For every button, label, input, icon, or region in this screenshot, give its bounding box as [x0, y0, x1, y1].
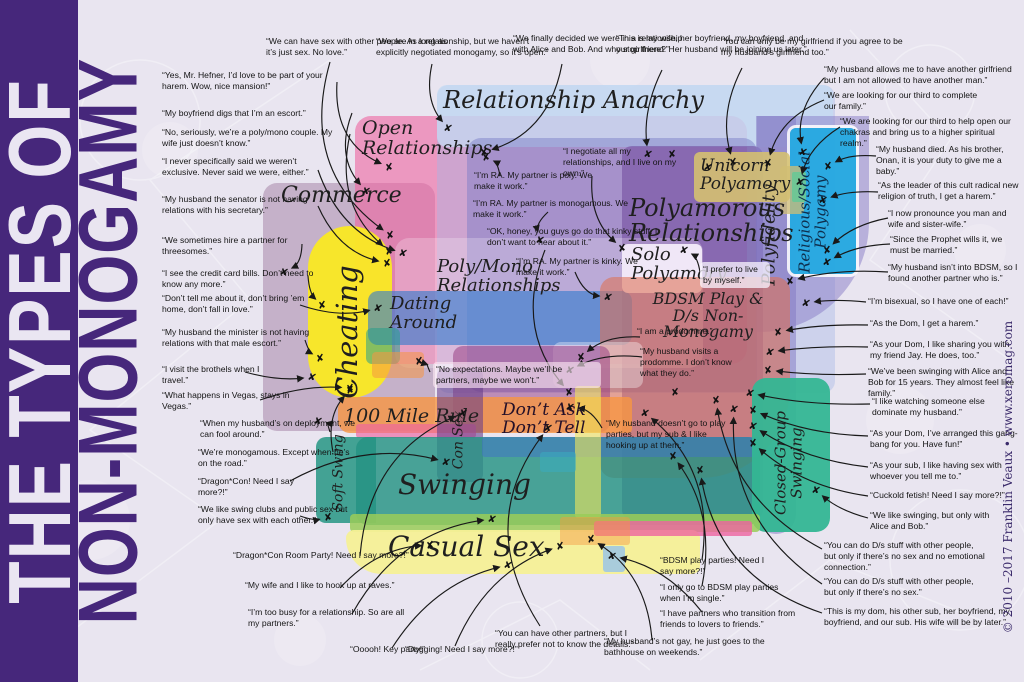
region-label-soft_swing: Soft Swing	[330, 434, 347, 512]
quote-q03: “No, seriously, we’re a poly/mono couple…	[162, 127, 333, 148]
region-label-dating_around: Dating Around	[390, 293, 458, 333]
quote-q31: “My husband isn’t into BDSM, so I found …	[888, 262, 1018, 283]
quote-q39: “Cuckold fetish! Need I say more?!”	[870, 490, 1005, 500]
quote-q48: “I have partners who transition from fri…	[660, 608, 796, 629]
region-label-swinging: Swinging	[398, 468, 531, 501]
region-label-unicorn: Unicorn Polyamory	[700, 156, 791, 194]
quote-q12: “When my husband’s on deployment, we can…	[200, 418, 356, 439]
region-label-bdsm: BDSM Play & D/s Non-Monogamy	[652, 289, 764, 342]
region-patch	[603, 546, 625, 572]
quote-q25: “We are looking for our third to complet…	[824, 90, 978, 111]
poster-title-line2: NON-MONOGAMY	[61, 57, 155, 625]
quote-q27: “My husband died. As his brother, Onan, …	[876, 144, 1004, 176]
quote-q37: “As your Dom, I’ve arranged this gang-ba…	[870, 428, 1018, 449]
quote-q07: “I see the credit card bills. Don’t need…	[162, 268, 314, 289]
region-patch	[694, 152, 790, 202]
quote-q34: “As your Dom, I like sharing you with my…	[870, 339, 1010, 360]
quote-q36: “I like watching someone else dominate m…	[872, 396, 985, 417]
quote-q04: “I never specifically said we weren’t ex…	[162, 156, 309, 177]
quote-q29: “I now pronounce you man and wife and si…	[888, 208, 1007, 229]
title-bar	[0, 0, 78, 682]
region-label-con_sex: Con Sex	[450, 410, 467, 470]
quote-q23: “You can only be my girlfriend if you ag…	[721, 36, 903, 57]
region-patch	[792, 172, 806, 202]
quote-q51: “I’m RA. My partner is poly. We make it …	[474, 170, 593, 191]
quote-q54: “I’m RA. My partner is kinky. We make it…	[516, 256, 638, 277]
region-label-religious: Religious/Social Polygamy	[795, 151, 829, 273]
quote-q33: “As the Dom, I get a harem.”	[870, 318, 979, 328]
quote-q50: “BDSM play parties! Need I say more?!”	[660, 555, 765, 576]
quote-q09: “My husband the minister is not having r…	[162, 327, 310, 348]
quote-q53: “OK, honey, you guys go do that kinky st…	[487, 226, 658, 247]
quote-q11: “What happens in Vegas, stays in Vegas.”	[162, 390, 290, 411]
quote-q05: “My husband the senator is not having re…	[162, 194, 308, 215]
region-label-relationship_anarchy: Relationship Anarchy	[443, 86, 704, 114]
quote-q42: “You can do D/s stuff with other people,…	[824, 576, 974, 597]
quote-q01: “Yes, Mr. Hefner, I’d love to be part of…	[162, 70, 323, 91]
quote-q44: “Ooooh! Key party!”	[350, 644, 425, 654]
quote-q19: “We can have sex with other people. As l…	[266, 36, 447, 57]
quote-q30: “Since the Prophet wills it, we must be …	[890, 234, 1003, 255]
quote-q32: “I’m bisexual, so I have one of each!”	[868, 296, 1009, 306]
quote-q46: “You can have other partners, but I real…	[495, 628, 634, 649]
quote-q16: “Dragon*Con Room Party! Need I say more?…	[233, 550, 409, 560]
region-label-dadt: Don’t Ask Don’t Tell	[502, 400, 586, 438]
region-label-cheating: Cheating	[329, 265, 364, 399]
quote-q24: “My husband allows me to have another gi…	[824, 64, 1012, 85]
quote-q52: “I’m RA. My partner is monogamous. We ma…	[473, 198, 629, 219]
region-patch	[540, 452, 576, 472]
quote-q17: “My wife and I like to hook up at raves.…	[245, 580, 395, 590]
quote-q15: “We like swing clubs and public sex but …	[198, 504, 348, 525]
quote-q21: “We finally decided we were in a relatio…	[513, 33, 683, 54]
quote-q26: “We are looking for our third to help op…	[840, 116, 1011, 148]
region-label-closed_group: Closed-Group Swinging	[771, 411, 805, 515]
quote-q60: “My husband doesn’t go to play parties, …	[606, 418, 726, 450]
quote-q20: “We are in a relationship, but we haven’…	[376, 36, 549, 57]
region-label-open_relationships: Open Relationships	[362, 117, 493, 159]
quote-q45: “Dogging! Need I say more?!”	[405, 644, 518, 654]
quote-q59: “No expectations. Maybe we’ll be partner…	[433, 362, 601, 388]
quote-q55: “I negotiate all my relationships, and I…	[563, 146, 677, 178]
region-patch	[560, 517, 630, 545]
quote-q10: “I visit the brothels when I travel.”	[162, 364, 260, 385]
region-label-polyamorous: Polyamorous Relationships	[629, 194, 794, 247]
quote-q57: “I am a prodomme.”	[637, 326, 713, 336]
quote-q02: “My boyfriend digs that I’m an escort.”	[162, 108, 306, 118]
region-label-poly_mono: Poly/Mono Relationships	[437, 256, 561, 296]
quote-q49: “I only go to BDSM play parties when I’m…	[660, 582, 779, 603]
quote-q58: “My husband visits a prodomme. I don’t k…	[640, 346, 732, 378]
quote-q56: “I prefer to live by myself.”	[700, 262, 770, 288]
quote-q06: “We sometimes hire a partner for threeso…	[162, 235, 288, 256]
quote-q08: “Don’t tell me about it, don’t bring ’em…	[162, 293, 305, 314]
quote-q28: “As the leader of this cult radical new …	[878, 180, 1019, 201]
quote-q22: “This is my wife, her boyfriend, my boyf…	[616, 33, 807, 54]
quote-q13: “We’re monogamous. Except when he’s on t…	[198, 447, 350, 468]
quote-q35: “We’ve been swinging with Alice and Bob …	[868, 366, 1015, 398]
quote-q38: “As your sub, I like having sex with who…	[870, 460, 1002, 481]
quote-q41: “You can do D/s stuff with other people,…	[824, 540, 985, 572]
quote-q40: “We like swinging, but only with Alice a…	[870, 510, 990, 531]
quote-q43: “This is my dom, his other sub, her boyf…	[824, 606, 1010, 627]
quote-q18: “I’m too busy for a relationship. So are…	[248, 607, 405, 628]
quote-q47: “My husband’s not gay, he just goes to t…	[604, 636, 765, 657]
copyright-credit: © 2010 –2017 Franklin Veaux • www.xeroma…	[1001, 320, 1015, 634]
quote-q14: “Dragon*Con! Need I say more?!”	[198, 476, 295, 497]
region-patch	[372, 352, 424, 378]
region-patch	[368, 291, 632, 345]
